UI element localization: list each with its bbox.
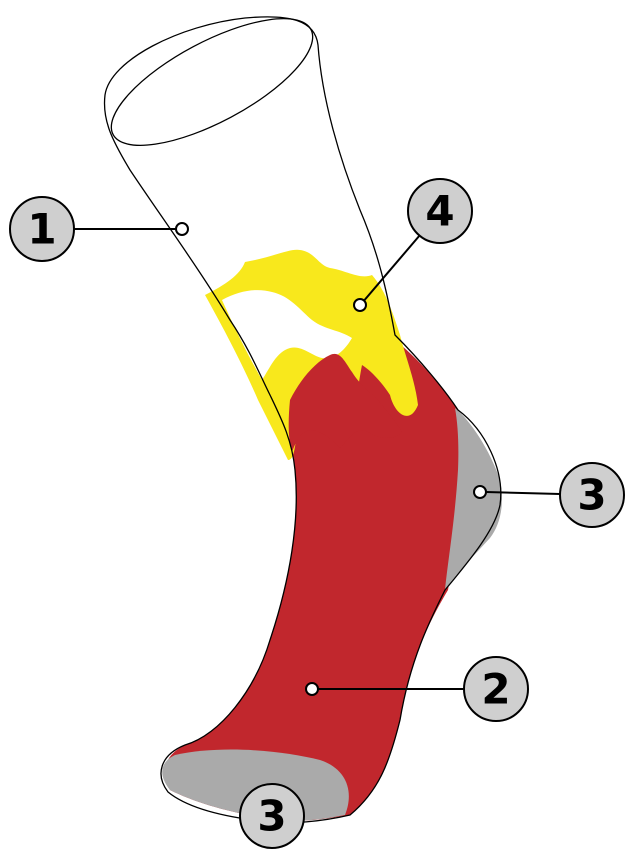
callout-label: 3 <box>257 792 286 841</box>
callout-label: 4 <box>425 187 454 236</box>
callout-label: 1 <box>27 205 56 254</box>
anchor-dot <box>176 223 188 235</box>
callout-label: 3 <box>577 471 606 520</box>
callout-label: 2 <box>481 665 510 714</box>
callout-toe: 3 <box>240 784 304 848</box>
anchor-dot <box>306 683 318 695</box>
anchor-dot <box>474 486 486 498</box>
anchor-dot <box>354 299 366 311</box>
